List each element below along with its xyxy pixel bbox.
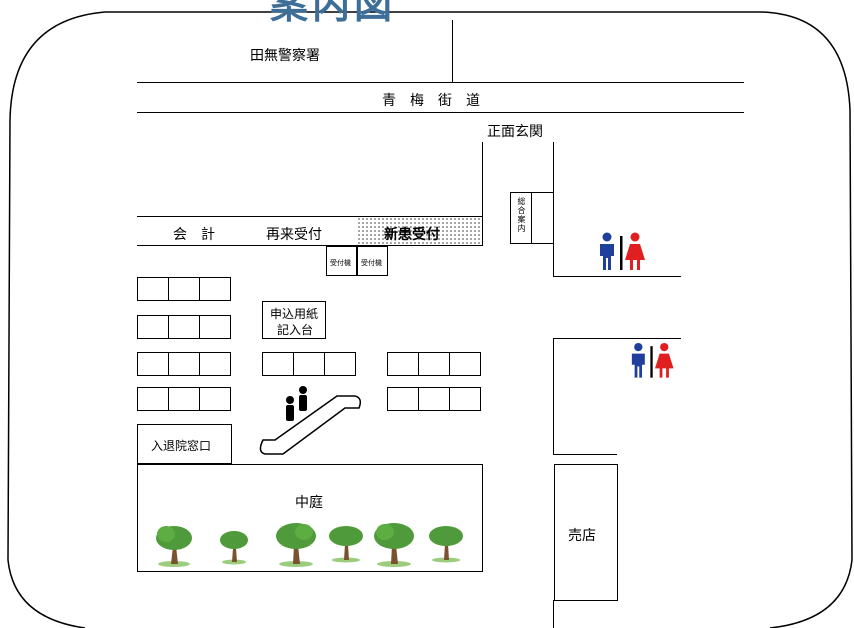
seat bbox=[449, 352, 481, 376]
admission-window-label: 入退院窓口 bbox=[151, 439, 212, 453]
seat bbox=[168, 387, 200, 411]
machine-2-label: 受付機 bbox=[361, 259, 382, 267]
seat bbox=[137, 352, 169, 376]
seat bbox=[199, 277, 231, 301]
info-desk-counter bbox=[531, 192, 554, 244]
shop-side-line bbox=[553, 600, 554, 628]
seat bbox=[387, 352, 419, 376]
main-entrance-label: 正面玄関 bbox=[487, 124, 543, 140]
seat bbox=[387, 387, 419, 411]
right-wing-bottom-line bbox=[553, 454, 617, 455]
police-station-label: 田無警察署 bbox=[250, 48, 320, 64]
escalator-icon bbox=[259, 386, 362, 455]
seat bbox=[199, 315, 231, 339]
seat bbox=[199, 387, 231, 411]
seat bbox=[168, 352, 200, 376]
shop[interactable]: 売店 bbox=[554, 464, 618, 601]
info-desk-label: 総合案内 bbox=[517, 197, 526, 233]
right-wing-lower-wall bbox=[553, 338, 554, 454]
machine-1-label: 受付機 bbox=[330, 259, 351, 267]
police-divider bbox=[452, 20, 453, 82]
tree-icon bbox=[156, 526, 192, 567]
form-desk[interactable]: 申込用紙 記入台 bbox=[262, 301, 326, 339]
seat bbox=[324, 352, 356, 376]
seat bbox=[262, 352, 294, 376]
reception-machine-1[interactable]: 受付機 bbox=[326, 246, 357, 276]
seat bbox=[449, 387, 481, 411]
seat bbox=[418, 352, 450, 376]
tree-icon bbox=[220, 531, 248, 565]
admission-window[interactable]: 入退院窓口 bbox=[137, 424, 232, 464]
info-desk[interactable]: 総合案内 bbox=[510, 192, 532, 244]
courtyard-label: 中庭 bbox=[295, 495, 323, 511]
page-title: 案内図 bbox=[270, 0, 397, 27]
entrance-left-wall bbox=[482, 142, 483, 246]
tree-icon bbox=[276, 523, 316, 567]
courtyard: 中庭 bbox=[137, 464, 483, 572]
tree-icon bbox=[374, 523, 414, 567]
cashier-label: 会 計 bbox=[173, 227, 215, 243]
seat bbox=[293, 352, 325, 376]
new-patient-reception-label: 新患受付 bbox=[384, 227, 440, 243]
new-patient-zone bbox=[357, 217, 481, 244]
revisit-reception-label: 再来受付 bbox=[266, 227, 322, 243]
seat bbox=[199, 352, 231, 376]
tree-icon bbox=[429, 526, 463, 563]
street-bottom-line bbox=[137, 112, 744, 113]
restroom-icon bbox=[600, 232, 645, 270]
right-wing-upper-line bbox=[553, 276, 681, 277]
seat bbox=[418, 387, 450, 411]
seat bbox=[137, 387, 169, 411]
form-desk-label-2: 記入台 bbox=[277, 323, 314, 337]
reception-machine-2[interactable]: 受付機 bbox=[357, 246, 388, 276]
form-desk-label-1: 申込用紙 bbox=[270, 307, 319, 321]
street-label: 青 梅 街 道 bbox=[382, 93, 480, 109]
restroom-icon bbox=[631, 342, 674, 378]
shop-label: 売店 bbox=[568, 528, 596, 544]
street-top-line bbox=[137, 82, 744, 83]
seat bbox=[168, 315, 200, 339]
counter-top-line bbox=[137, 216, 482, 217]
seat bbox=[168, 277, 200, 301]
counter-bottom-line bbox=[137, 245, 482, 246]
tree-icon bbox=[329, 526, 363, 563]
seat bbox=[137, 277, 169, 301]
right-wing-lower-line bbox=[553, 338, 681, 339]
seat bbox=[137, 315, 169, 339]
